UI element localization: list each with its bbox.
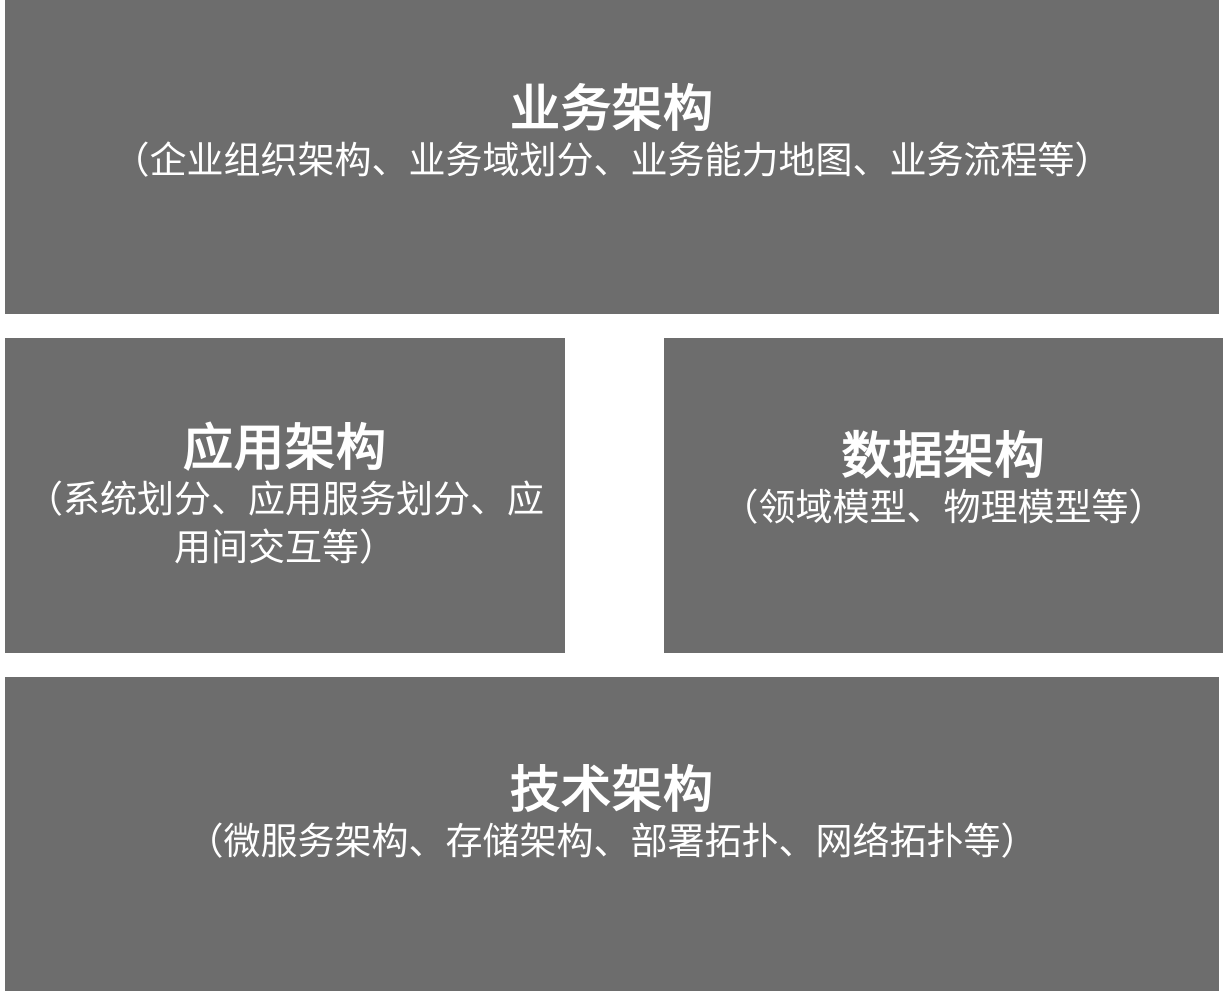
technology-architecture-block: 技术架构 （微服务架构、存储架构、部署拓扑、网络拓扑等） [5,677,1219,991]
application-architecture-description: （系统划分、应用服务划分、应用间交互等） [26,477,544,569]
technology-architecture-description: （微服务架构、存储架构、部署拓扑、网络拓扑等） [186,820,1038,863]
data-architecture-description: （领域模型、物理模型等） [721,485,1166,529]
application-architecture-block: 应用架构 （系统划分、应用服务划分、应用间交互等） [5,338,565,653]
application-architecture-title: 应用架构 [183,418,387,477]
business-architecture-block: 业务架构 （企业组织架构、业务域划分、业务能力地图、业务流程等） [5,0,1219,314]
technology-architecture-title: 技术架构 [510,761,714,819]
business-architecture-description: （企业组织架构、业务域划分、业务能力地图、业务流程等） [112,139,1112,182]
data-architecture-title: 数据架构 [841,426,1046,485]
data-architecture-block: 数据架构 （领域模型、物理模型等） [664,338,1223,653]
business-architecture-title: 业务架构 [510,80,714,138]
